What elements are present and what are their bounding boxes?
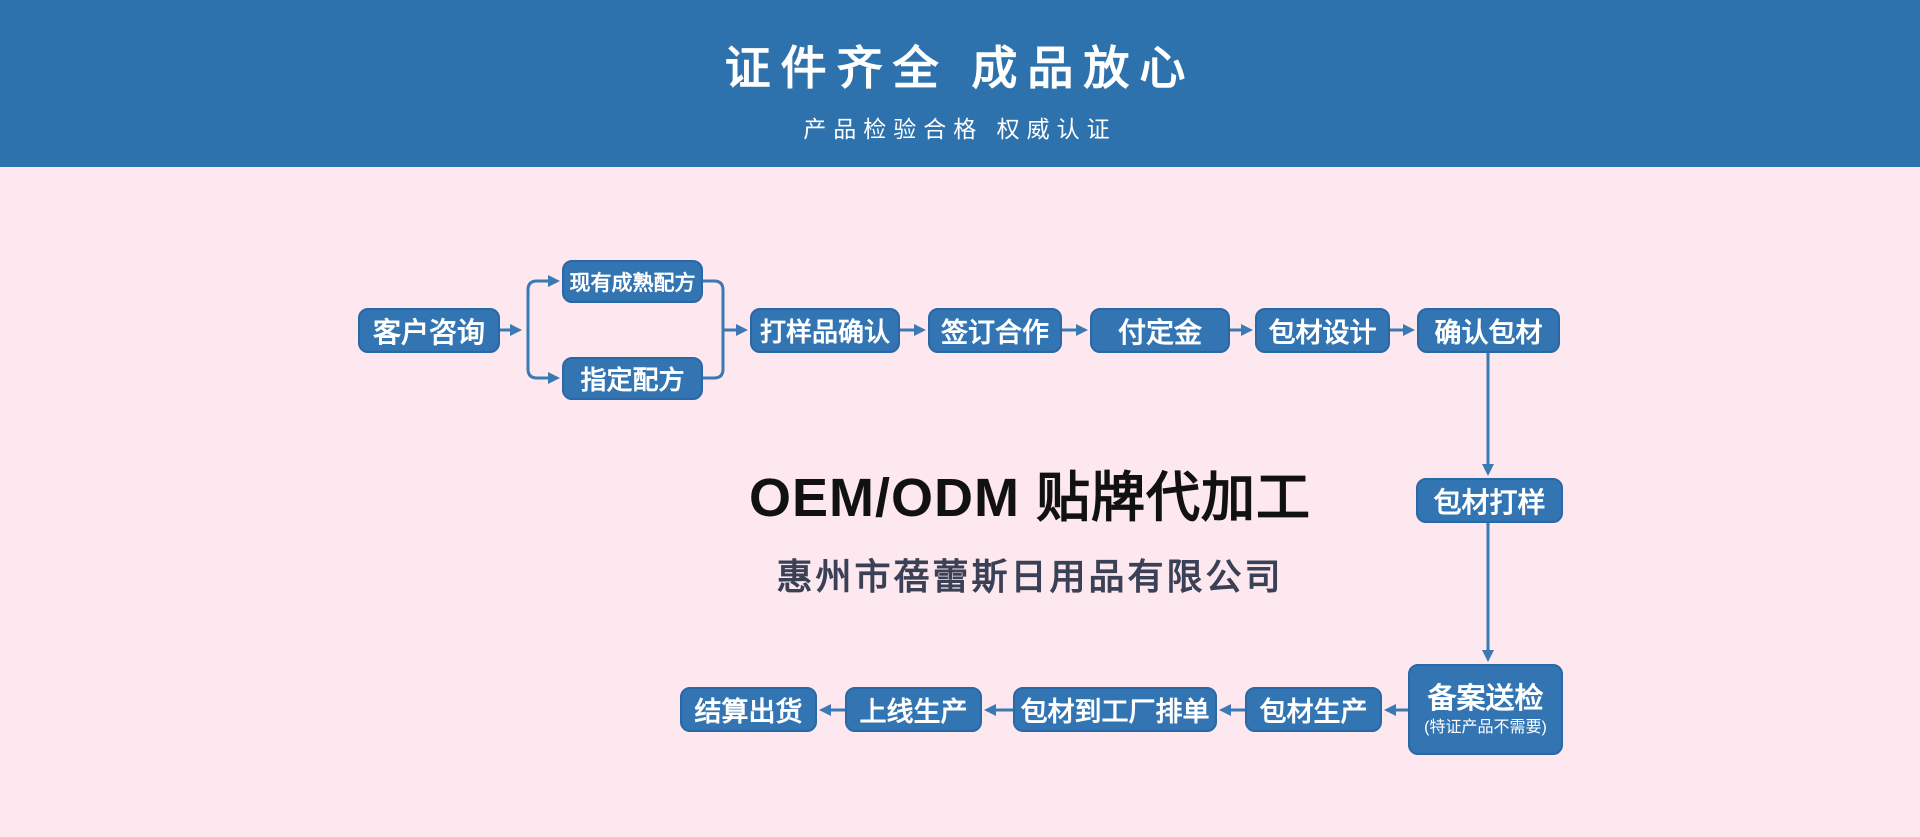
flow-node-customer-consultation: 客户咨询 (358, 308, 500, 353)
flow-node-sign-cooperation: 签订合作 (928, 308, 1062, 353)
connector-split-to-designated-formula (526, 330, 560, 384)
flow-node-pay-deposit: 付定金 (1090, 308, 1230, 353)
flow-node-filing-inspection: 备案送检 (特证产品不需要) (1408, 664, 1563, 755)
brand-company-name: 惠州市蓓蕾斯日用品有限公司 (776, 556, 1284, 597)
flow-node-confirm-packaging: 确认包材 (1417, 308, 1560, 353)
flow-node-filing-inspection-note: (特证产品不需要) (1424, 718, 1547, 736)
flow-node-sample-confirmation: 打样品确认 (750, 308, 900, 353)
hero-subtitle: 产品检验合格 权威认证 (803, 116, 1117, 142)
brand-title: OEM/ODM 贴牌代加工 (749, 468, 1311, 528)
flow-node-designated-formula: 指定配方 (562, 357, 703, 400)
flow-node-start-production: 上线生产 (845, 687, 982, 732)
flow-node-settle-ship: 结算出货 (680, 687, 817, 732)
flow-node-packaging-sample: 包材打样 (1416, 478, 1563, 523)
hero-banner: 证件齐全 成品放心 产品检验合格 权威认证 (0, 0, 1920, 167)
flow-node-packaging-to-factory: 包材到工厂排单 (1013, 687, 1217, 732)
connector-formula-merge (703, 279, 725, 380)
flow-node-filing-inspection-label: 备案送检 (1427, 682, 1544, 715)
flowchart-area: 客户咨询 现有成熟配方 指定配方 打样品确认 签订合作 付定金 包材设计 确认包… (0, 167, 1920, 837)
flow-node-existing-formula: 现有成熟配方 (562, 260, 703, 303)
hero-title: 证件齐全 成品放心 (724, 42, 1196, 94)
flow-node-packaging-production: 包材生产 (1245, 687, 1382, 732)
flow-node-packaging-design: 包材设计 (1255, 308, 1390, 353)
connector-split-to-existing-formula (526, 275, 560, 330)
brand-block: OEM/ODM 贴牌代加工 惠州市蓓蕾斯日用品有限公司 (700, 470, 1360, 596)
